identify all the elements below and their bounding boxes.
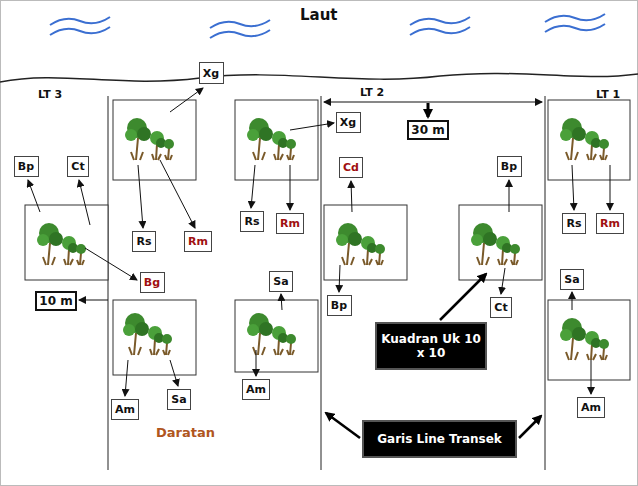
label-text: Xg: [203, 67, 219, 80]
species-label: Bg: [140, 272, 165, 293]
species-label: Am: [577, 397, 605, 418]
region-label: Daratan: [156, 425, 215, 440]
label-text: Rm: [280, 217, 300, 230]
species-label: Rs: [240, 211, 264, 232]
species-label: Rm: [596, 213, 624, 234]
species-label: Bp: [14, 156, 39, 177]
label-text: 30 m: [411, 123, 444, 137]
label-text: Rs: [566, 217, 581, 230]
species-label: Sa: [269, 271, 293, 292]
label-text: Kuadran Uk 10 x 10: [377, 332, 485, 360]
species-label: Bp: [327, 295, 352, 316]
label-text: Bp: [501, 160, 517, 173]
label-text: 10 m: [39, 294, 72, 308]
label-text: Bg: [144, 276, 160, 289]
label-text: Am: [581, 401, 601, 414]
species-label: Cd: [339, 157, 363, 178]
label-text: Rm: [188, 235, 208, 248]
label-text: Am: [115, 403, 135, 416]
label-text: Bp: [331, 299, 347, 312]
label-text: Sa: [171, 393, 186, 406]
dimension-box: 30 m: [407, 120, 449, 140]
species-label: Ct: [67, 156, 89, 177]
label-text: Garis Line Transek: [377, 432, 502, 446]
species-label: Rm: [184, 231, 212, 252]
species-label: Ct: [490, 297, 512, 318]
species-label: Sa: [560, 269, 584, 290]
label-text: Sa: [564, 273, 579, 286]
species-label: Xg: [336, 112, 361, 133]
label-text: Sa: [273, 275, 288, 288]
label-text: Rs: [136, 235, 151, 248]
label-text: Ct: [71, 160, 84, 173]
label-text: Xg: [340, 116, 356, 129]
label-text: Cd: [343, 161, 359, 174]
transect-label: LT 2: [360, 86, 384, 99]
species-label: Xg: [199, 62, 224, 84]
label-text: Ct: [494, 301, 507, 314]
label-text: Am: [246, 383, 266, 396]
callout-box: Garis Line Transek: [362, 420, 517, 458]
species-label: Rs: [562, 213, 586, 234]
species-label: Am: [242, 379, 270, 400]
transect-label: LT 3: [38, 88, 62, 101]
species-label: Rm: [276, 213, 304, 234]
label-text: Rm: [600, 217, 620, 230]
species-label: Bp: [497, 156, 522, 177]
dimension-box: 10 m: [35, 291, 77, 311]
species-label: Rs: [132, 231, 156, 252]
label-text: Rs: [244, 215, 259, 228]
species-label: Sa: [167, 389, 191, 410]
label-text: Bp: [18, 160, 34, 173]
region-label: Laut: [300, 6, 338, 24]
species-label: Am: [111, 399, 139, 420]
callout-box: Kuadran Uk 10 x 10: [375, 322, 487, 370]
transect-label: LT 1: [596, 88, 620, 101]
